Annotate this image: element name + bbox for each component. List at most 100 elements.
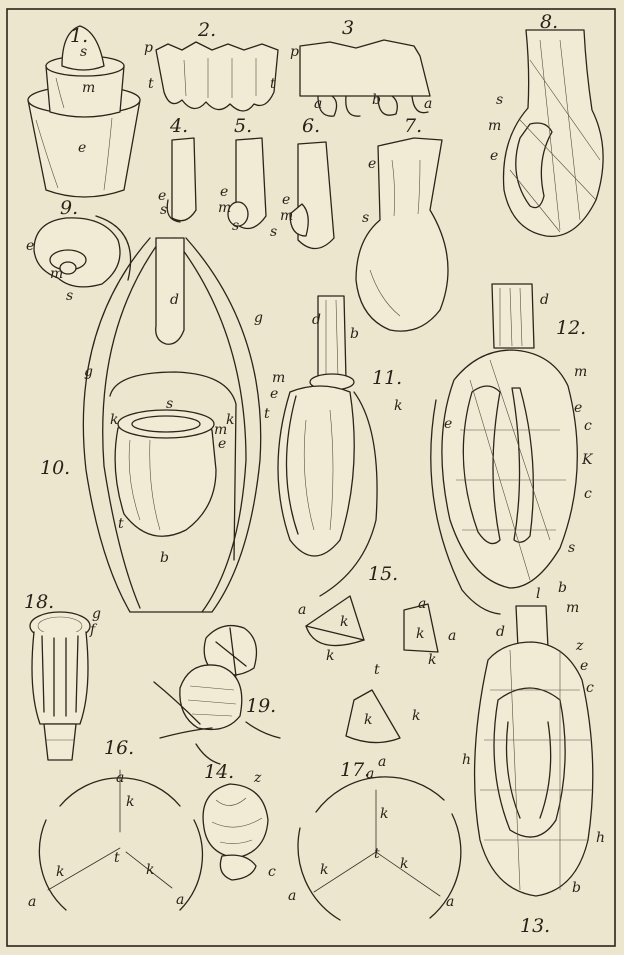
figure-6-label-s: s [270,224,277,240]
figure-18-number: 18. [24,591,54,613]
figure-10-label-s: s [166,396,173,412]
figure-10-label-e: e [218,436,226,452]
figure-13-label-z: z [575,638,584,654]
figure-17-label-t: t [374,846,380,862]
figure-3-label-b: b [372,92,381,108]
figure-1-label-m: m [82,80,95,96]
figure-13-label-b: b [572,880,581,896]
figure-17-label-k-left: k [320,862,328,878]
figure-10-label-k-left: k [110,412,118,428]
figure-4-label-s: s [160,202,167,218]
figure-17-label-k-right: k [400,856,408,872]
figure-6-label-e: e [282,192,290,208]
figure-11-label-m: m [272,370,285,386]
figure-9-label-m: m [50,266,63,282]
figure-6-label-m: m [280,208,293,224]
figure-12-label-e-left: e [444,416,452,432]
figure-10-label-d: d [170,292,179,308]
figure-9-label-e: e [26,238,34,254]
figure-5-label-s: s [232,218,239,234]
figure-17-label-a-right: a [446,894,454,910]
figure-15-label-k-right-bottom: k [428,652,436,668]
figure-14-label-c: c [268,864,276,880]
figure-7-label-s: s [362,210,369,226]
figure-1-label-e: e [78,140,86,156]
figure-2-label-t-left: t [148,76,154,92]
figure-7-number: 7. [404,115,422,137]
figure-8-number: 8. [540,11,558,33]
figure-12-label-K: K [581,452,594,468]
figure-15-label-k-bottom-left: k [364,712,372,728]
figure-2-drawing [156,42,278,111]
figure-12-number: 12. [556,317,586,339]
figure-14-label-z: z [253,770,262,786]
figure-11-label-d: d [312,312,321,328]
figure-15-label-a-top: a [418,596,426,612]
figure-13-number: 13. [520,915,550,937]
figure-10-number: 10. [40,457,70,479]
figure-16-number: 16. [104,737,134,759]
figure-11-label-b: b [350,326,359,342]
figure-16-label-k-right: k [146,862,154,878]
figure-7-label-e: e [368,156,376,172]
figure-11-number: 11. [372,367,402,389]
figure-12-label-b: b [558,580,567,596]
figure-15-label-k-left-bottom: k [326,648,334,664]
figure-12-label-d: d [540,292,549,308]
figure-12-label-m: m [574,364,587,380]
figure-15-label-k-left-top: k [340,614,348,630]
figure-15-label-a-right: a [448,628,456,644]
figure-16-label-k-left: k [56,864,64,880]
figure-10-label-t: t [118,516,124,532]
figure-16-label-k-top: k [126,794,134,810]
figure-12-label-e-right: e [574,400,582,416]
figure-8-label-s: s [496,92,503,108]
figure-10-label-b: b [160,550,169,566]
figure-6-number: 6. [302,115,320,137]
figure-13-label-h-right: h [596,830,605,846]
figure-12-label-s: s [568,540,575,556]
figure-13-label-e: e [580,658,588,674]
figure-12-label-c-lower: c [584,486,592,502]
figure-16-label-t: t [114,850,120,866]
figure-2-label-p: p [144,40,153,56]
figure-15-label-k-bottom-right: k [412,708,420,724]
figure-10-label-g-upper-right: g [254,310,263,326]
figure-16-label-a-right: a [176,892,184,908]
figure-17-label-a-left: a [288,888,296,904]
figure-15-label-a-left: a [298,602,306,618]
figure-16-label-a-left: a [28,894,36,910]
figure-11-label-k: k [394,398,402,414]
figure-15-label-k-right-top: k [416,626,424,642]
figure-15-label-t: t [374,662,380,678]
figure-10-label-g-lower-left: g [92,606,101,622]
figure-13-label-c: c [586,680,594,696]
figure-13-label-h-left: h [462,752,471,768]
figure-9-number: 9. [60,197,78,219]
figure-8-label-m: m [488,118,501,134]
figure-5-label-m: m [218,200,231,216]
figure-13-label-d: d [496,624,505,640]
figure-19-number: 19. [246,695,276,717]
figure-3-label-a-left: a [314,96,322,112]
figure-4-number: 4. [169,115,188,137]
figure-5-label-e: e [220,184,228,200]
figure-8-label-e: e [490,148,498,164]
figure-2-number: 2. [197,19,216,41]
figure-16-label-a-top: a [116,770,124,786]
figure-4-drawing [167,138,196,222]
figure-13-label-m: m [566,600,579,616]
figure-3-number: 3 [342,17,354,39]
figure-3-label-p: p [290,44,299,60]
figure-3-label-a-right: a [424,96,432,112]
figure-10-label-g-upper-left: g [84,364,93,380]
figure-17-label-k-top: k [380,806,388,822]
figure-17-label-a-top-small: a [378,754,386,770]
figure-1-label-s: s [80,44,87,60]
figure-9-label-s: s [66,288,73,304]
figure-11-label-t: t [264,406,270,422]
figure-11-label-e: e [270,386,278,402]
figure-15-number: 15. [368,563,398,585]
figure-5-number: 5. [234,115,252,137]
